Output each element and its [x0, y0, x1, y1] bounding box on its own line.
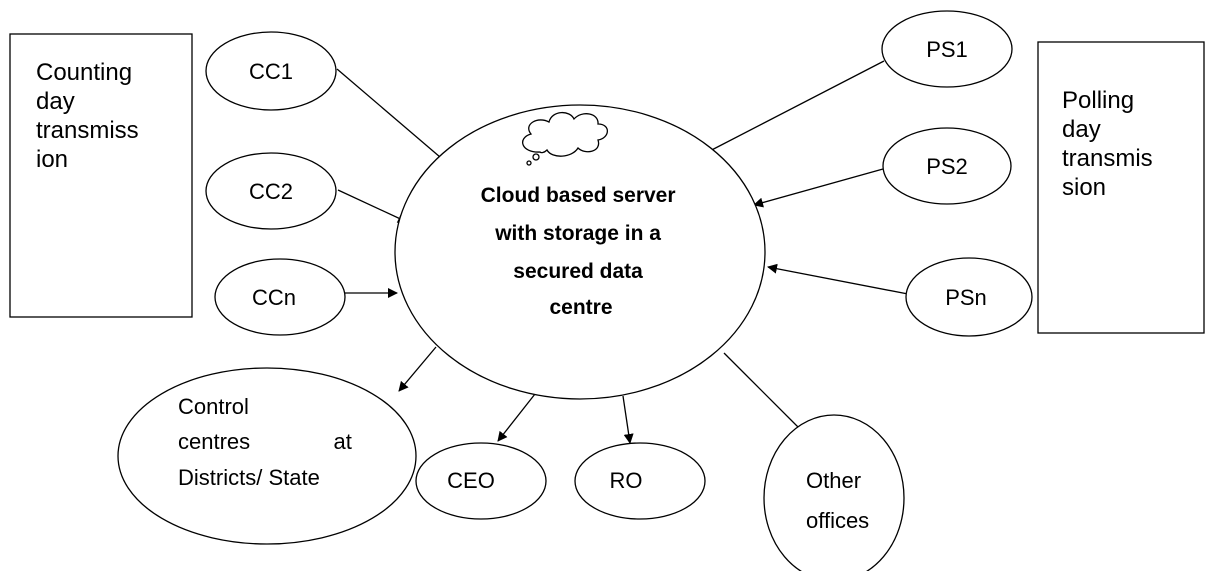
polling-day-box: Polling day transmis sion	[1037, 41, 1205, 334]
ro-node: RO	[574, 442, 706, 520]
cloud-server-label: Cloud based server with storage in a sec…	[481, 184, 682, 319]
ps1-node: PS1	[881, 10, 1013, 88]
arrow-server-to-other	[723, 352, 806, 435]
ccn-label: CCn	[252, 285, 296, 310]
cc2-label: CC2	[249, 179, 293, 204]
other-offices-label: Other offices	[806, 468, 869, 533]
control-centres-label: Control centres at Districts/ State	[178, 394, 358, 490]
cloud-server-node: Cloud based server with storage in a sec…	[394, 104, 766, 400]
cc1-node: CC1	[205, 31, 337, 111]
counting-day-box: Counting day transmiss ion	[9, 33, 193, 318]
cc1-label: CC1	[249, 59, 293, 84]
arrow-psn-to-server	[767, 263, 909, 295]
ceo-node: CEO	[415, 442, 547, 520]
ceo-label: CEO	[447, 468, 495, 493]
counting-day-label: Counting day transmiss ion	[36, 59, 145, 173]
other-offices-node: Other offices	[763, 414, 905, 571]
arrow-cc2-to-server	[337, 189, 408, 223]
arrow-server-to-ro	[622, 395, 634, 444]
polling-day-label: Polling day transmis sion	[1062, 87, 1159, 201]
psn-label: PSn	[945, 285, 987, 310]
ccn-node: CCn	[214, 258, 346, 336]
cloud-icon	[522, 111, 609, 166]
ps1-label: PS1	[926, 37, 968, 62]
arrow-server-to-ceo	[497, 393, 536, 442]
ps2-label: PS2	[926, 154, 968, 179]
psn-node: PSn	[905, 257, 1033, 337]
ro-label: RO	[610, 468, 643, 493]
arrow-ps2-to-server	[753, 168, 884, 208]
cc2-node: CC2	[205, 152, 337, 230]
control-centres-node: Control centres at Districts/ State	[117, 367, 417, 545]
ps2-node: PS2	[882, 127, 1012, 205]
arrow-cc1-to-server	[336, 68, 448, 164]
arrow-ps1-to-server	[701, 60, 885, 156]
arrow-server-to-control	[398, 346, 437, 392]
